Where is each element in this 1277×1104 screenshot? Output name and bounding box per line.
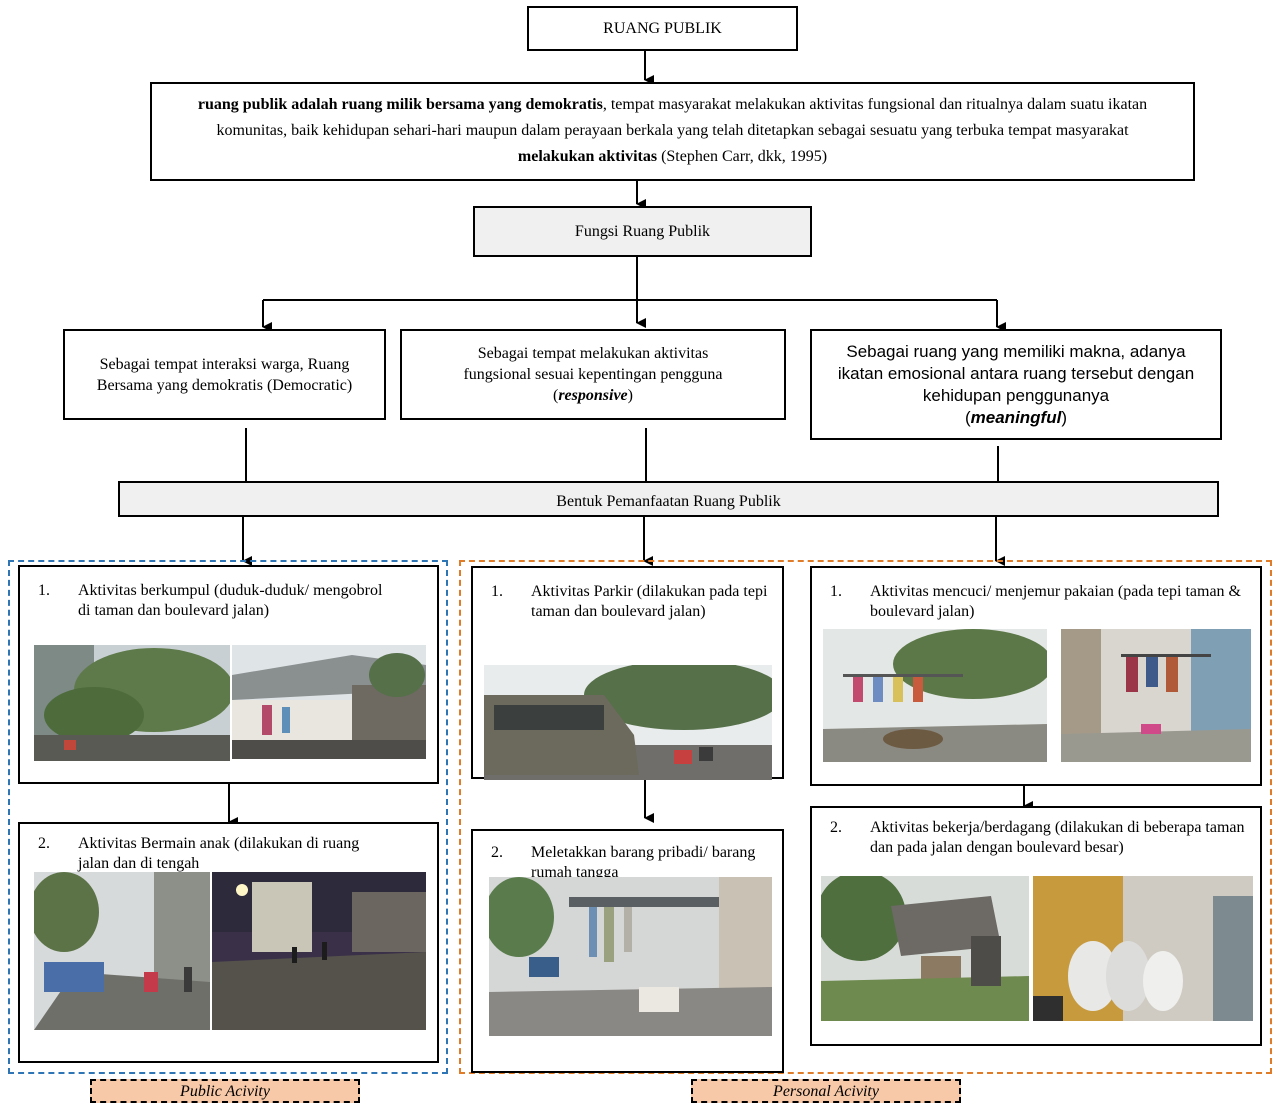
photo-bermain-2-image [212, 872, 426, 1030]
photo-bermain-1-image [34, 872, 210, 1030]
function-responsive-box: Sebagai tempat melakukan aktivitas fungs… [400, 329, 786, 420]
activity-parkir-text: Aktivitas Parkir (dilakukan pada tepi ta… [531, 583, 768, 620]
activity-bermain-num: 2. [38, 835, 50, 852]
function-democratic-text: Sebagai tempat interaksi warga, Ruang Be… [96, 355, 353, 394]
function-meaningful-close: ) [1061, 407, 1067, 427]
photo-bekerja-2 [1033, 876, 1253, 1021]
photo-barang-image [489, 877, 772, 1036]
activity-bekerja-num: 2. [830, 819, 842, 836]
definition-bold-2: melakukan aktivitas [517, 148, 658, 165]
personal-activity-label-text: Personal Acivity [773, 1083, 879, 1100]
function-responsive-content: Sebagai tempat melakukan aktivitas fungs… [442, 343, 744, 406]
photo-barang [489, 877, 772, 1036]
activity-mencuci-num: 1. [830, 583, 842, 600]
definition-text-1: , tempat masyarakat melakukan aktivitas … [216, 96, 1148, 139]
activity-barang-card: 2. Meletakkan barang pribadi/ barang rum… [471, 829, 784, 1073]
function-responsive-close: ) [627, 387, 633, 404]
activity-mencuci-card: 1. Aktivitas mencuci/ menjemur pakaian (… [810, 566, 1262, 786]
photo-berkumpul-2-image [232, 645, 426, 759]
definition-text-2: (Stephen Carr, dkk, 1995) [657, 148, 828, 165]
function-responsive-open: ( [553, 387, 559, 404]
photo-berkumpul-1-image [34, 645, 230, 761]
title-box: RUANG PUBLIK [527, 6, 798, 51]
activity-berkumpul-num: 1. [38, 582, 50, 599]
function-meaningful-box: Sebagai ruang yang memiliki makna, adany… [810, 329, 1222, 440]
function-responsive-emph: responsive [558, 387, 628, 404]
fungsi-box: Fungsi Ruang Publik [473, 206, 812, 257]
photo-parkir [484, 665, 772, 780]
photo-mencuci-2 [1061, 629, 1251, 762]
function-democratic-box: Sebagai tempat interaksi warga, Ruang Be… [63, 329, 386, 420]
function-meaningful-content: Sebagai ruang yang memiliki makna, adany… [828, 341, 1204, 429]
photo-parkir-image [484, 665, 772, 780]
photo-bermain-1 [34, 872, 210, 1030]
definition-box: ruang publik adalah ruang milik bersama … [150, 82, 1195, 181]
public-activity-label: Public Acivity [90, 1079, 360, 1103]
activity-barang-item: 2. Meletakkan barang pribadi/ barang rum… [491, 843, 771, 885]
photo-bekerja-2-image [1033, 876, 1253, 1021]
photo-mencuci-1 [823, 629, 1047, 762]
function-meaningful-emph: meaningful [970, 407, 1062, 427]
title-text: RUANG PUBLIK [603, 19, 722, 37]
function-meaningful-open: ( [964, 407, 971, 427]
activity-bermain-card: 2. Aktivitas Bermain anak (dilakukan di … [18, 822, 439, 1063]
activity-bermain-item: 2. Aktivitas Bermain anak (dilakukan di … [38, 834, 378, 876]
bentuk-text: Bentuk Pemanfaatan Ruang Publik [556, 493, 781, 510]
photo-mencuci-1-image [823, 629, 1047, 762]
activity-barang-text: Meletakkan barang pribadi/ barang rumah … [531, 844, 756, 881]
activity-bekerja-item: 2. Aktivitas bekerja/berdagang (dilakuka… [830, 818, 1250, 880]
public-activity-label-text: Public Acivity [180, 1083, 270, 1100]
photo-bermain-2 [212, 872, 426, 1030]
function-responsive-text: Sebagai tempat melakukan aktivitas fungs… [463, 345, 723, 383]
activity-bekerja-text: Aktivitas bekerja/berdagang (dilakukan d… [870, 819, 1245, 856]
activity-bekerja-card: 2. Aktivitas bekerja/berdagang (dilakuka… [810, 806, 1262, 1046]
public-activity-group [8, 560, 448, 1074]
fungsi-text: Fungsi Ruang Publik [574, 222, 711, 240]
activity-parkir-num: 1. [491, 583, 503, 600]
personal-activity-group [459, 560, 1272, 1074]
function-meaningful-text: Sebagai ruang yang memiliki makna, adany… [837, 341, 1195, 405]
definition-bold-1: ruang publik adalah ruang milik bersama … [197, 96, 603, 113]
personal-activity-label: Personal Acivity [691, 1079, 961, 1103]
activity-parkir-card: 1. Aktivitas Parkir (dilakukan pada tepi… [471, 566, 784, 780]
activity-berkumpul-text: Aktivitas berkumpul (duduk-duduk/ mengob… [78, 582, 383, 619]
photo-bekerja-1 [821, 876, 1029, 1021]
photo-mencuci-2-image [1061, 629, 1251, 762]
activity-mencuci-text: Aktivitas mencuci/ menjemur pakaian (pad… [870, 583, 1241, 620]
activity-berkumpul-card: 1. Aktivitas berkumpul (duduk-duduk/ men… [18, 565, 439, 784]
bentuk-box: Bentuk Pemanfaatan Ruang Publik [118, 481, 1219, 517]
activity-barang-num: 2. [491, 844, 503, 861]
photo-berkumpul-1 [34, 645, 230, 761]
photo-berkumpul-2 [232, 645, 426, 759]
activity-bermain-text: Aktivitas Bermain anak (dilakukan di rua… [78, 835, 360, 872]
photo-bekerja-1-image [821, 876, 1029, 1021]
